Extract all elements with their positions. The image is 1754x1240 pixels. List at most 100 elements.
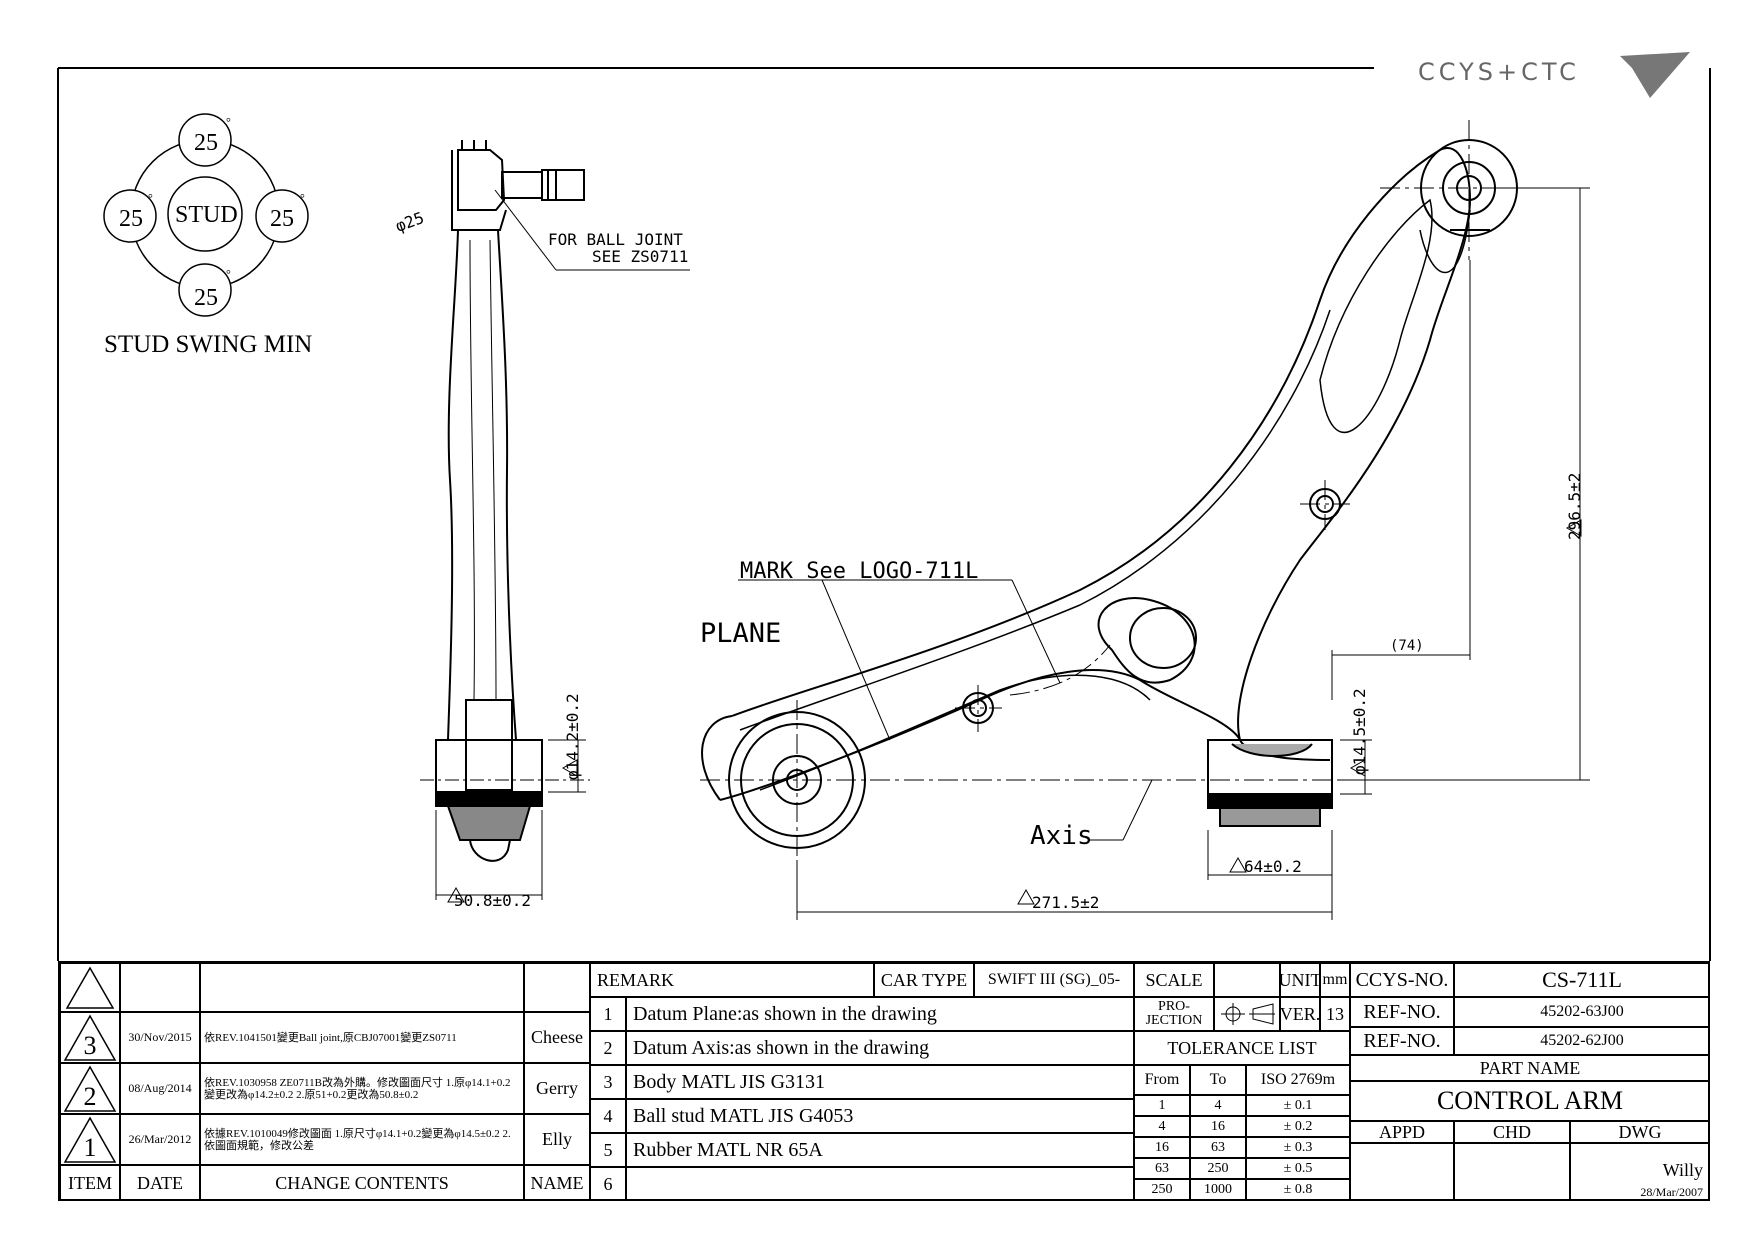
swing-right-value: 25 <box>270 206 294 232</box>
tolerance-title: TOLERANCE LIST <box>1134 1031 1350 1065</box>
dim-50-8: 50.8±0.2 <box>454 891 531 910</box>
tol-header-iso: ISO 2769m <box>1246 1065 1350 1095</box>
swing-left-degree: ° <box>148 191 153 205</box>
tol-1-from: 1 <box>1134 1095 1190 1116</box>
remark-5-no: 5 <box>590 1133 626 1167</box>
ref-no-value-1: 45202-63J00 <box>1454 997 1710 1027</box>
drawing-border <box>57 67 1711 961</box>
remark-5-text: Rubber MATL NR 65A <box>626 1133 1134 1167</box>
swing-top-value: 25 <box>194 130 218 156</box>
car-type-label: CAR TYPE <box>874 963 974 997</box>
stud-swing-diagram <box>103 113 309 317</box>
tol-5-from: 250 <box>1134 1179 1190 1201</box>
arm-side-view <box>420 140 590 862</box>
tol-4-value: ± 0.5 <box>1246 1158 1350 1179</box>
ref-no-value-2: 45202-62J00 <box>1454 1027 1710 1055</box>
ball-joint-note-2: SEE ZS0711 <box>592 247 688 266</box>
tol-3-to: 63 <box>1190 1137 1246 1158</box>
revision-header-date: DATE <box>120 1165 200 1201</box>
side-view-dimensions <box>435 189 690 900</box>
ver-label: VER. <box>1280 997 1320 1031</box>
remark-2-no: 2 <box>590 1031 626 1065</box>
dim-74: (74) <box>1390 638 1424 654</box>
swing-right-circle <box>255 189 309 243</box>
revision-row-1-name: Elly <box>524 1114 590 1165</box>
projection-symbol-icon <box>1214 997 1280 1031</box>
revision-blank-content <box>200 963 524 1012</box>
revision-blank-date <box>120 963 200 1012</box>
tol-2-to: 16 <box>1190 1116 1246 1137</box>
revision-row-1-content: 依據REV.1010049修改圖面 1.原尺寸φ14.1+0.2變更為φ14.5… <box>200 1114 524 1165</box>
logo-text: CCYS+CTC <box>1418 58 1580 86</box>
remark-4-no: 4 <box>590 1099 626 1133</box>
triangle-icon <box>1017 888 1035 905</box>
chd-value <box>1454 1143 1570 1201</box>
triangle-icon <box>1229 856 1247 873</box>
phi25-dimension: φ25 <box>393 208 427 236</box>
swing-center-circle <box>167 176 243 252</box>
revision-row-3-date: 30/Nov/2015 <box>120 1012 200 1063</box>
unit-value: mm <box>1320 963 1350 997</box>
dwg-value: Willy 28/Mar/2007 <box>1570 1143 1710 1201</box>
tol-1-value: ± 0.1 <box>1246 1095 1350 1116</box>
revision-row-1-date: 26/Mar/2012 <box>120 1114 200 1165</box>
remark-6-text <box>626 1167 1134 1201</box>
top-view-dimensions <box>738 187 1590 920</box>
car-type-value: SWIFT III (SG)_05- <box>974 963 1134 997</box>
triangle-icon <box>561 759 578 777</box>
dwg-label: DWG <box>1570 1121 1710 1143</box>
revision-row-3-content: 依REV.1041501變更Ball joint,原CBJ07001變更ZS07… <box>200 1012 524 1063</box>
arm-top-view <box>701 139 1518 849</box>
unit-label: UNIT <box>1280 963 1320 997</box>
tol-3-from: 16 <box>1134 1137 1190 1158</box>
ref-no-label-2: REF-NO. <box>1350 1027 1454 1055</box>
remark-header: REMARK <box>590 963 874 997</box>
remark-6-no: 6 <box>590 1167 626 1201</box>
revision-row-3-name: Cheese <box>524 1012 590 1063</box>
revision-header-content: CHANGE CONTENTS <box>200 1165 524 1201</box>
logo-mark-icon <box>1620 52 1690 98</box>
ver-value: 13 <box>1320 997 1350 1031</box>
tol-5-to: 1000 <box>1190 1179 1246 1201</box>
appd-label: APPD <box>1350 1121 1454 1143</box>
swing-bottom-value: 25 <box>194 285 218 311</box>
company-logo: CCYS+CTC <box>1418 52 1690 98</box>
axis-label: Axis <box>1030 821 1093 851</box>
swing-center-label: STUD <box>175 202 238 228</box>
tol-header-from: From <box>1134 1065 1190 1095</box>
tol-2-from: 4 <box>1134 1116 1190 1137</box>
revision-blank-triangle <box>60 963 120 1012</box>
remark-1-no: 1 <box>590 997 626 1031</box>
dim-271-5: 271.5±2 <box>1032 893 1099 912</box>
tol-4-to: 250 <box>1190 1158 1246 1179</box>
projection-label: PRO- JECTION <box>1134 997 1214 1031</box>
revision-row-1-item: 1 <box>60 1114 120 1165</box>
swing-top-degree: ° <box>226 115 231 129</box>
tol-5-value: ± 0.8 <box>1246 1179 1350 1201</box>
part-name-value: CONTROL ARM <box>1350 1081 1710 1121</box>
ref-no-label-1: REF-NO. <box>1350 997 1454 1027</box>
dim-phi-14-5: φ14.5±0.2 <box>1350 688 1369 775</box>
swing-left-circle <box>103 189 157 243</box>
revision-row-2-name: Gerry <box>524 1063 590 1114</box>
remark-3-text: Body MATL JIS G3131 <box>626 1065 1134 1099</box>
remark-2-text: Datum Axis:as shown in the drawing <box>626 1031 1134 1065</box>
remark-3-no: 3 <box>590 1065 626 1099</box>
remark-1-text: Datum Plane:as shown in the drawing <box>626 997 1134 1031</box>
swing-bottom-circle <box>178 263 232 317</box>
triangle-icon <box>447 886 465 903</box>
tol-3-value: ± 0.3 <box>1246 1137 1350 1158</box>
revision-row-2-date: 08/Aug/2014 <box>120 1063 200 1114</box>
dim-64: 64±0.2 <box>1244 857 1302 876</box>
ccys-no-value: CS-711L <box>1454 963 1710 997</box>
drawing-date: 28/Mar/2007 <box>1640 1185 1703 1199</box>
tol-2-value: ± 0.2 <box>1246 1116 1350 1137</box>
revision-row-2-content: 依REV.1030958 ZE0711B改為外購。修改圖面尺寸 1.原φ14.1… <box>200 1063 524 1114</box>
scale-value <box>1214 963 1280 997</box>
ball-joint-note-1: FOR BALL JOINT <box>548 230 683 249</box>
revision-header-name: NAME <box>524 1165 590 1201</box>
drawer-name: Willy <box>1662 1160 1703 1180</box>
revision-row-2-item: 2 <box>60 1063 120 1114</box>
appd-value <box>1350 1143 1454 1201</box>
